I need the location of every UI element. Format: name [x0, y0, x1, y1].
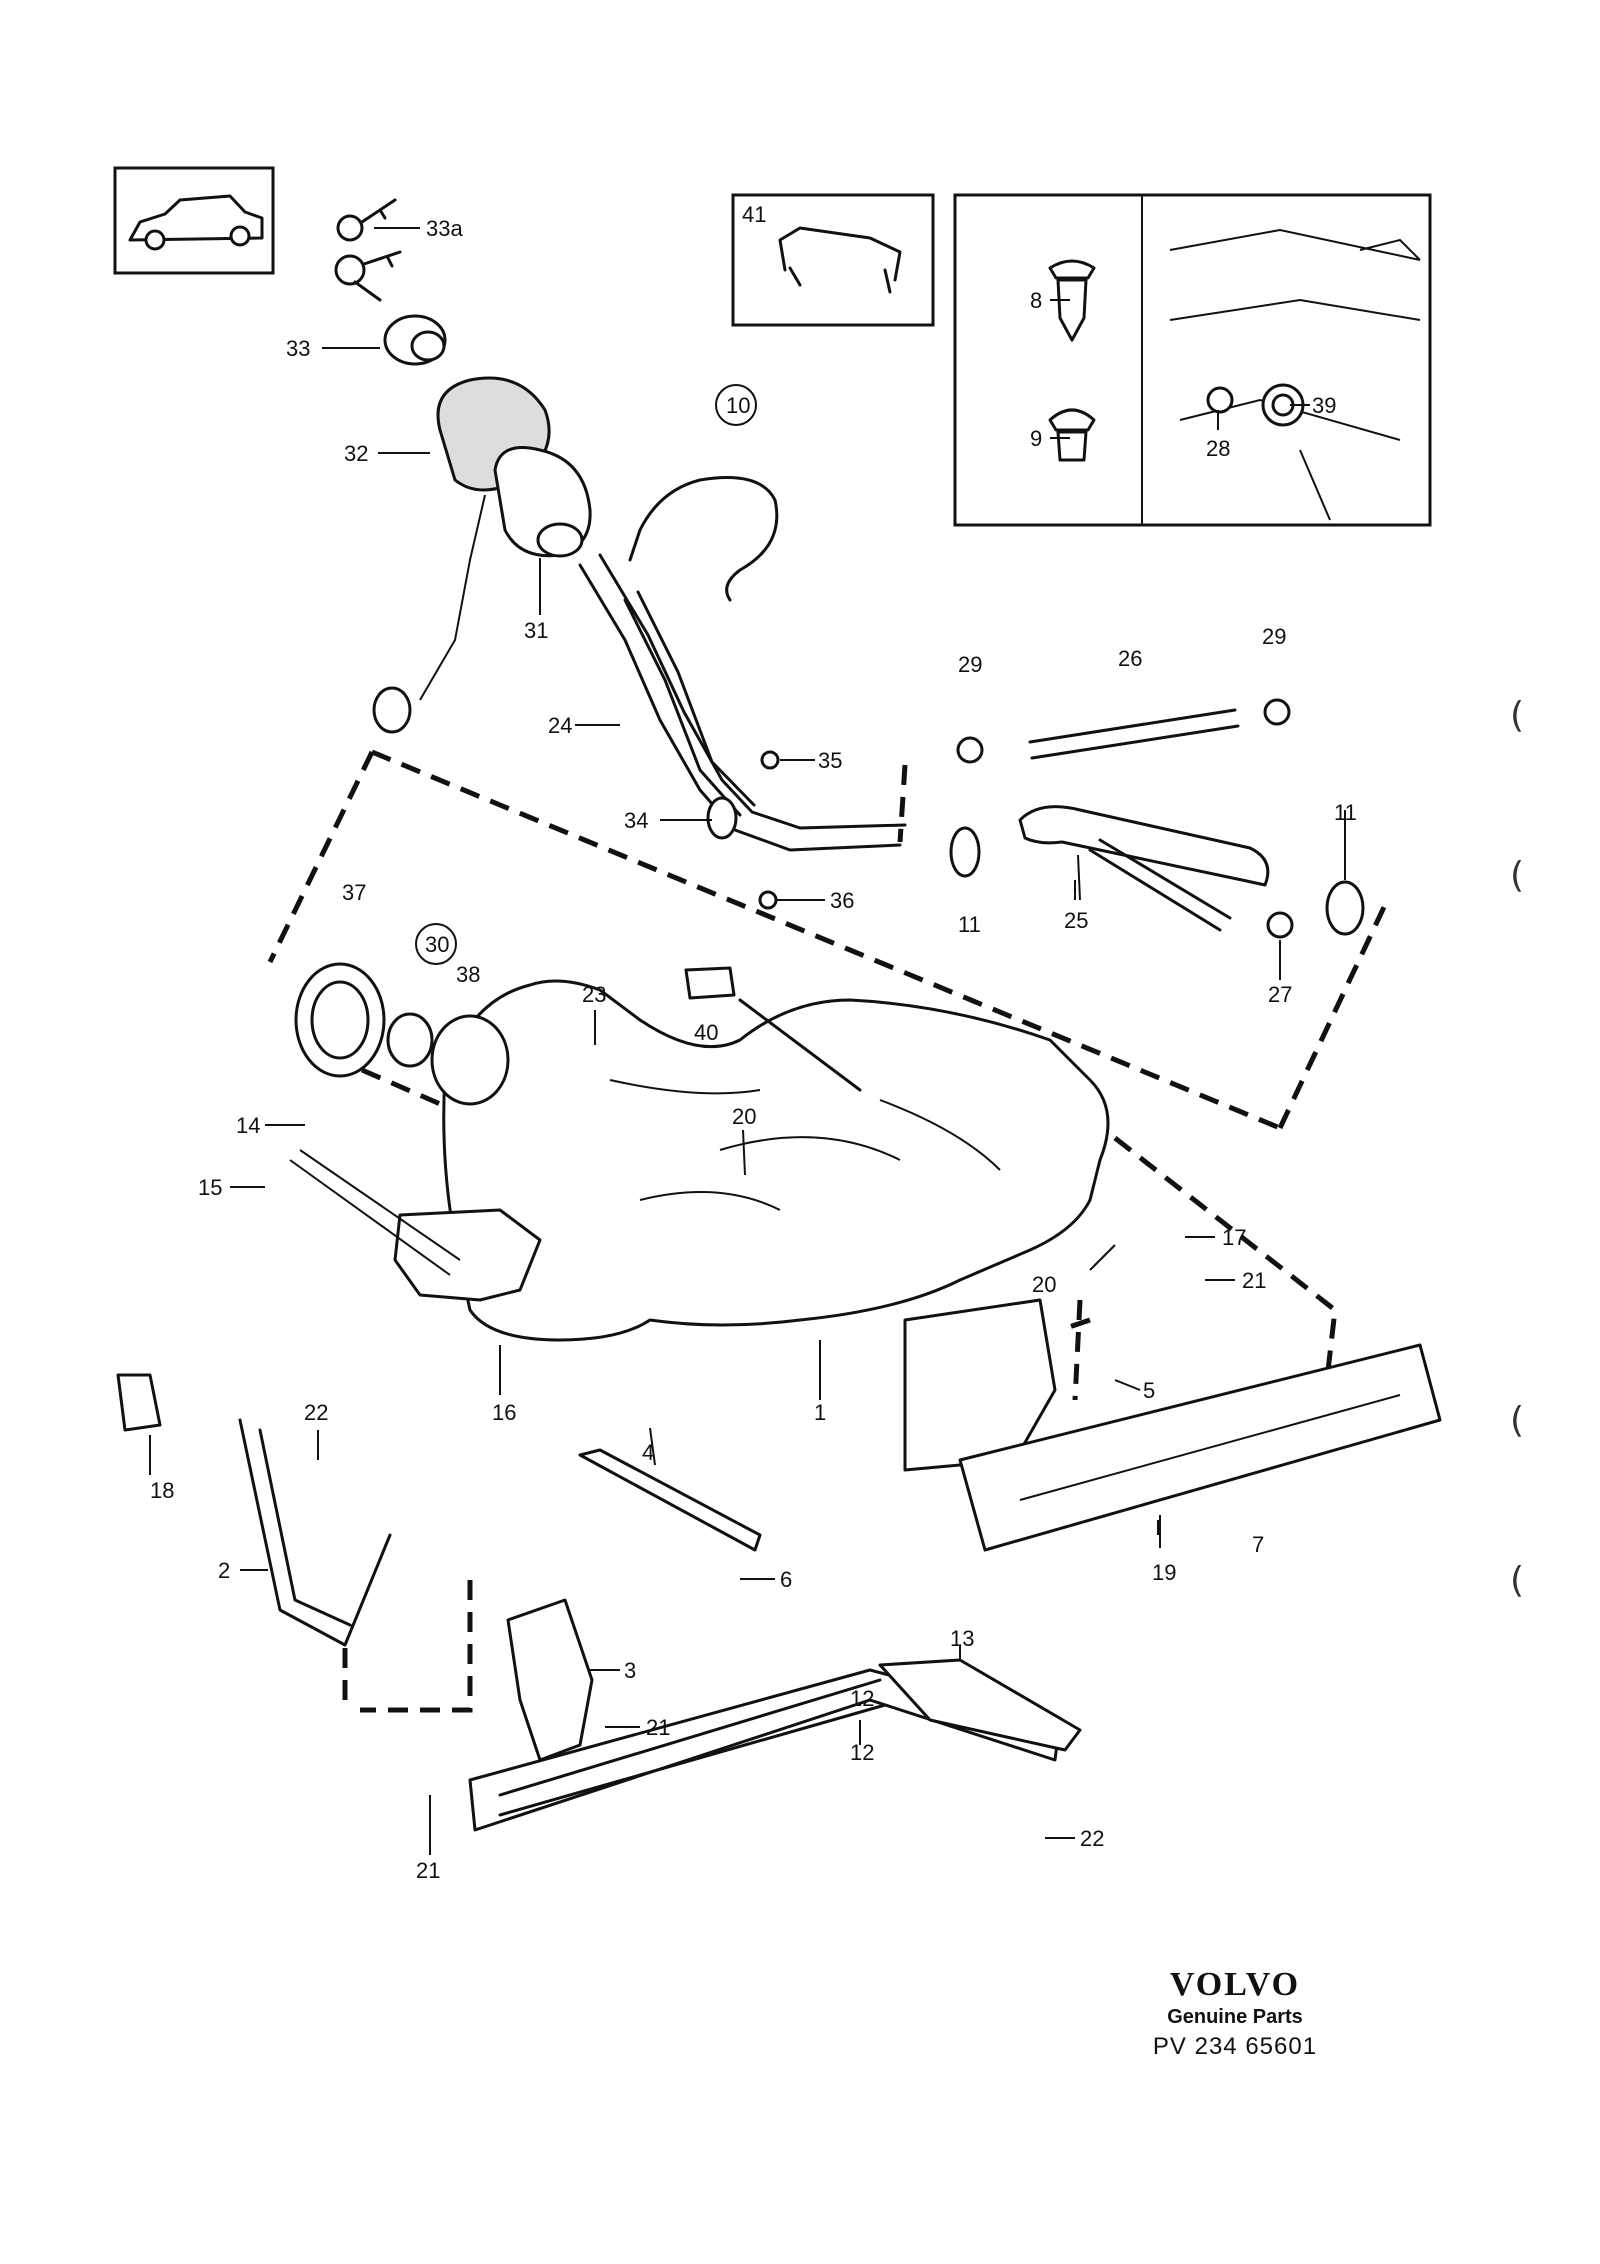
filler-housing-32	[372, 376, 551, 734]
bracket-3	[506, 1598, 594, 1762]
brand-block: VOLVO Genuine Parts PV 234 65601	[1110, 1966, 1360, 2061]
callout-3: 3	[624, 1658, 636, 1683]
callout-21c: 21	[416, 1858, 440, 1883]
callout-35: 35	[818, 748, 842, 773]
callout-29a: 29	[958, 652, 982, 677]
car-thumbnail	[113, 166, 275, 275]
lock-cylinder-33	[383, 314, 447, 366]
crossmember-12	[468, 1658, 1082, 1832]
callout-27: 27	[1268, 982, 1292, 1007]
volvo-logo: VOLVO	[1169, 1966, 1301, 2003]
filler-boot-31	[493, 446, 592, 558]
bracket-2	[116, 1373, 392, 1647]
leader-lines	[149, 227, 1346, 1855]
keys-33a	[334, 198, 402, 302]
callout-19: 19	[1152, 1560, 1176, 1585]
fastener-inset	[953, 193, 1432, 527]
callout-26: 26	[1118, 646, 1142, 671]
callout-13: 13	[950, 1626, 974, 1651]
callout-21a: 21	[1242, 1268, 1266, 1293]
callout-36: 36	[830, 888, 854, 913]
callout-5: 5	[1143, 1378, 1155, 1403]
callout-14: 14	[236, 1113, 260, 1138]
strap-4	[578, 1448, 762, 1552]
callout-21b: 21	[646, 1715, 670, 1740]
callout-7: 7	[1252, 1532, 1264, 1557]
callout-41: 41	[742, 202, 766, 227]
callout-32: 32	[344, 441, 368, 466]
callout-33: 33	[286, 336, 310, 361]
brand-subtitle: Genuine Parts	[1167, 2006, 1303, 2028]
pipe-clip-34	[758, 750, 780, 910]
hose-25	[949, 805, 1365, 939]
hose-26	[956, 698, 1291, 764]
callout-31: 31	[524, 618, 548, 643]
vent-line-10	[628, 476, 779, 602]
callout-34: 34	[624, 808, 648, 833]
callout-33a: 33a	[426, 216, 463, 241]
callout-37: 37	[342, 880, 366, 905]
callout-29b: 29	[1262, 624, 1286, 649]
callout-4: 4	[642, 1440, 654, 1465]
callout-15: 15	[198, 1175, 222, 1200]
callout-9: 9	[1030, 426, 1042, 451]
callout-25: 25	[1064, 908, 1088, 933]
shield-19	[903, 1298, 1442, 1552]
fuel-tank-1	[442, 979, 1110, 1342]
callout-11b: 11	[1334, 800, 1357, 825]
callout-10: 10	[726, 393, 750, 418]
callout-17: 17	[1222, 1225, 1246, 1250]
heat-shield-16	[289, 1149, 542, 1302]
sending-unit-30	[294, 962, 510, 1106]
callout-20a: 20	[732, 1104, 756, 1129]
callout-1: 1	[814, 1400, 826, 1425]
margin-mark-2: (	[1510, 855, 1525, 896]
part-code: PV 234 65601	[1152, 2033, 1318, 2060]
callout-12a: 12	[850, 1686, 874, 1711]
callout-2: 2	[218, 1558, 230, 1583]
callout-24: 24	[548, 713, 572, 738]
margin-mark-3: (	[1510, 1400, 1525, 1441]
callout-38: 38	[456, 962, 480, 987]
callout-6: 6	[780, 1567, 792, 1592]
filler-pipe-24	[578, 553, 907, 852]
callout-39: 39	[1312, 393, 1336, 418]
callout-8: 8	[1030, 288, 1042, 313]
callout-22b: 22	[1080, 1826, 1104, 1851]
margin-mark-4: (	[1510, 1560, 1525, 1601]
callout-18: 18	[150, 1478, 174, 1503]
callout-23: 23	[582, 982, 606, 1007]
callout-40: 40	[694, 1020, 718, 1045]
callout-28: 28	[1206, 436, 1230, 461]
margin-mark-1: (	[1510, 695, 1525, 736]
callout-20b: 20	[1032, 1272, 1056, 1297]
callout-labels: 33a 33 32 31 24 10 41 8 9 39 28 35 34 36…	[150, 202, 1357, 1883]
callout-11a: 11	[958, 912, 981, 937]
callout-12b: 12	[850, 1740, 874, 1765]
pad-40	[684, 966, 736, 1000]
clip-inset-41	[731, 193, 935, 327]
callout-16: 16	[492, 1400, 516, 1425]
callout-30: 30	[425, 932, 449, 957]
callout-22a: 22	[304, 1400, 328, 1425]
